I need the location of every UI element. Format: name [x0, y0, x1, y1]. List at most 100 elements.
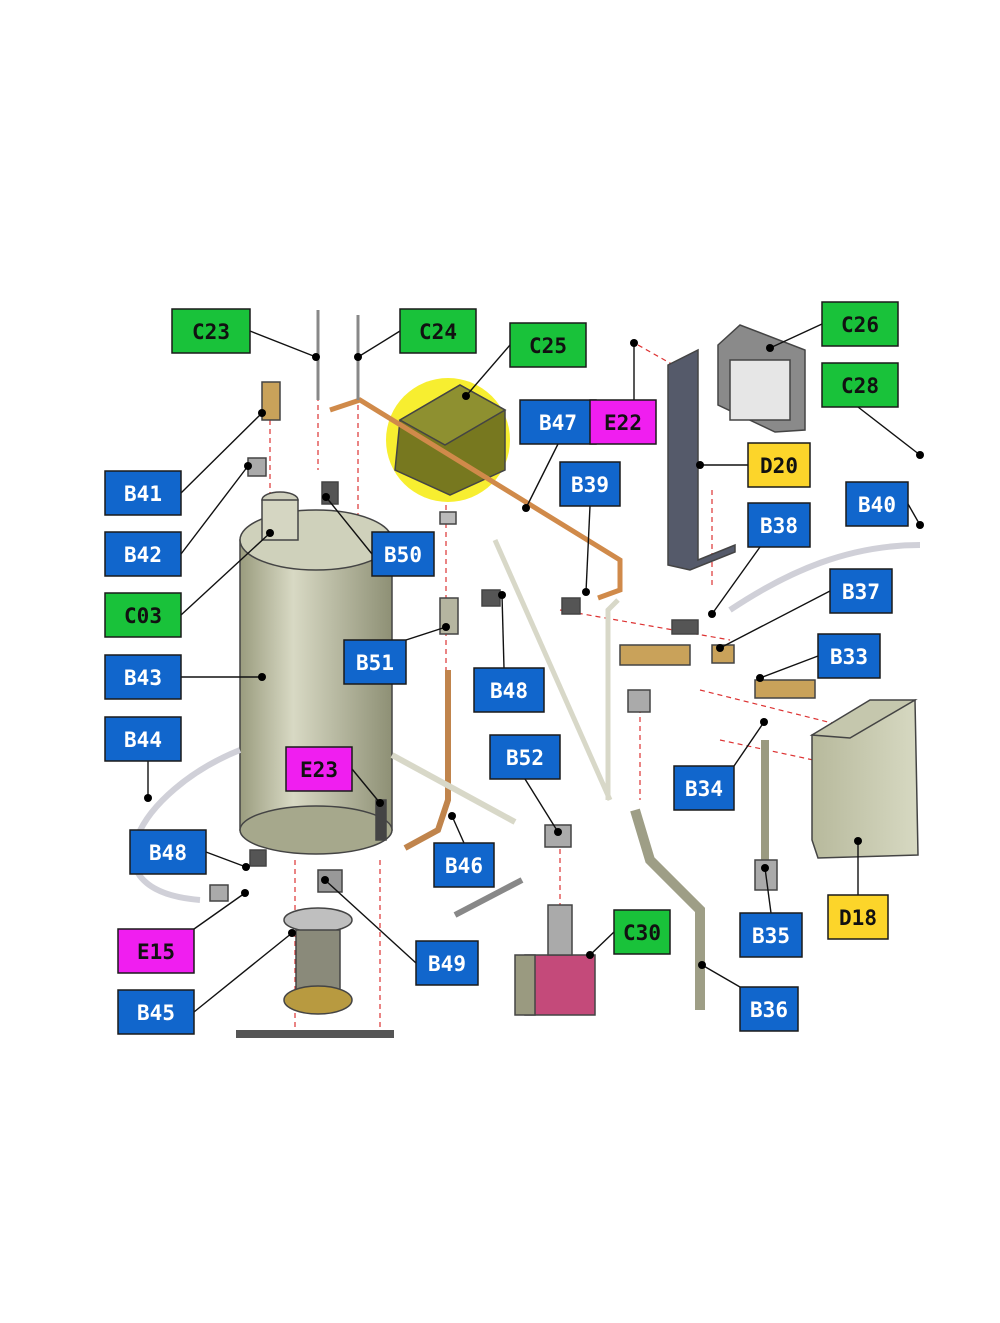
- part-label-text: B52: [506, 746, 544, 770]
- part-label-text: B50: [384, 543, 422, 567]
- leader-line-c03: [180, 532, 271, 616]
- part-label-box: [747, 502, 811, 548]
- leader-dot-c24: [354, 353, 362, 361]
- part-label-b46[interactable]: B46: [433, 842, 495, 888]
- part-label-box: [845, 481, 909, 527]
- leader-dot-c25: [462, 392, 470, 400]
- part-label-b50[interactable]: B50: [371, 531, 435, 577]
- part-label-c30[interactable]: C30: [613, 909, 671, 955]
- part-label-text: B46: [445, 854, 483, 878]
- leader-line-b37: [719, 590, 831, 649]
- part-label-box: [473, 667, 545, 713]
- leader-dot-b36: [698, 961, 706, 969]
- part-label-b40[interactable]: B40: [845, 481, 909, 527]
- leader-dot-b37: [716, 644, 724, 652]
- leader-dot-b49: [321, 876, 329, 884]
- leader-dot-c28: [916, 451, 924, 459]
- leader-line-c26: [769, 323, 823, 349]
- part-label-b38[interactable]: B38: [747, 502, 811, 548]
- part-label-e23[interactable]: E23: [285, 746, 353, 792]
- part-label-c03[interactable]: C03: [104, 592, 182, 638]
- part-label-b33[interactable]: B33: [817, 633, 881, 679]
- part-label-box: [399, 308, 477, 354]
- part-label-c28[interactable]: C28: [821, 362, 899, 408]
- leader-line-b45: [193, 932, 293, 1013]
- part-label-box: [117, 989, 195, 1035]
- leader-line-b38: [711, 546, 761, 615]
- leader-dot-c30: [586, 951, 594, 959]
- part-label-e22[interactable]: E22: [589, 399, 657, 445]
- part-label-d18[interactable]: D18: [827, 894, 889, 940]
- housing-d18: [809, 698, 919, 859]
- part-label-c25[interactable]: C25: [509, 322, 587, 368]
- part-label-text: C30: [623, 921, 661, 945]
- leader-line-b48: [205, 851, 247, 868]
- part-label-b51[interactable]: B51: [343, 639, 407, 685]
- part-label-box: [104, 470, 182, 516]
- part-label-b39[interactable]: B39: [559, 461, 621, 507]
- leader-line-b48: [501, 594, 505, 669]
- leader-line-b51: [405, 626, 447, 641]
- part-label-box: [433, 842, 495, 888]
- leader-dot-e23: [376, 799, 384, 807]
- part-label-b35[interactable]: B35: [739, 912, 803, 958]
- leader-dot-b35: [761, 864, 769, 872]
- part-label-e15[interactable]: E15: [117, 928, 195, 974]
- part-label-box: [129, 829, 207, 875]
- part-label-text: B37: [842, 580, 880, 604]
- part-label-b48[interactable]: B48: [129, 829, 207, 875]
- part-label-b34[interactable]: B34: [673, 765, 735, 811]
- part-label-box: [171, 308, 251, 354]
- leader-line-b34: [733, 721, 765, 767]
- part-label-text: E22: [604, 411, 642, 435]
- part-label-d20[interactable]: D20: [747, 442, 811, 488]
- leader-line-b35: [764, 867, 772, 914]
- part-label-box: [285, 746, 353, 792]
- part-label-box: [117, 928, 195, 974]
- part-label-text: C28: [841, 374, 879, 398]
- part-label-b52[interactable]: B52: [489, 734, 561, 780]
- part-label-c23[interactable]: C23: [171, 308, 251, 354]
- part-label-box: [827, 894, 889, 940]
- leader-lines: [144, 323, 924, 1013]
- part-label-text: B48: [490, 679, 528, 703]
- part-label-box: [509, 322, 587, 368]
- part-label-text: B48: [149, 841, 187, 865]
- part-label-b41[interactable]: B41: [104, 470, 182, 516]
- leader-dot-c26: [766, 344, 774, 352]
- part-label-b45[interactable]: B45: [117, 989, 195, 1035]
- part-label-b42[interactable]: B42: [104, 531, 182, 577]
- leader-line-b52: [524, 778, 559, 833]
- part-label-text: D18: [839, 906, 877, 930]
- part-label-text: B45: [137, 1001, 175, 1025]
- leader-dot-c03: [266, 529, 274, 537]
- part-label-text: C23: [192, 320, 230, 344]
- part-label-b36[interactable]: B36: [739, 986, 799, 1032]
- part-label-b49[interactable]: B49: [415, 940, 479, 986]
- part-label-box: [104, 592, 182, 638]
- part-label-text: B35: [752, 924, 790, 948]
- leader-line-b33: [759, 655, 819, 679]
- part-label-c26[interactable]: C26: [821, 301, 899, 347]
- leader-dot-b48: [498, 591, 506, 599]
- leader-dot-b40: [916, 521, 924, 529]
- part-label-box: [589, 399, 657, 445]
- leader-dot-c23: [312, 353, 320, 361]
- mounting-bracket-d20: [667, 348, 736, 571]
- part-label-text: B42: [124, 543, 162, 567]
- leader-line-c25: [465, 344, 511, 397]
- part-label-b44[interactable]: B44: [104, 716, 182, 762]
- part-label-b37[interactable]: B37: [829, 568, 893, 614]
- part-label-b43[interactable]: B43: [104, 654, 182, 700]
- part-label-b48[interactable]: B48: [473, 667, 545, 713]
- part-label-c24[interactable]: C24: [399, 308, 477, 354]
- leader-dot-b41: [258, 409, 266, 417]
- leader-line-b36: [701, 964, 741, 988]
- part-label-box: [415, 940, 479, 986]
- part-label-text: B51: [356, 651, 394, 675]
- relay-box-c26: [717, 324, 806, 433]
- leader-dot-b39: [582, 588, 590, 596]
- part-label-text: B40: [858, 493, 896, 517]
- part-label-b47[interactable]: B47: [519, 399, 597, 445]
